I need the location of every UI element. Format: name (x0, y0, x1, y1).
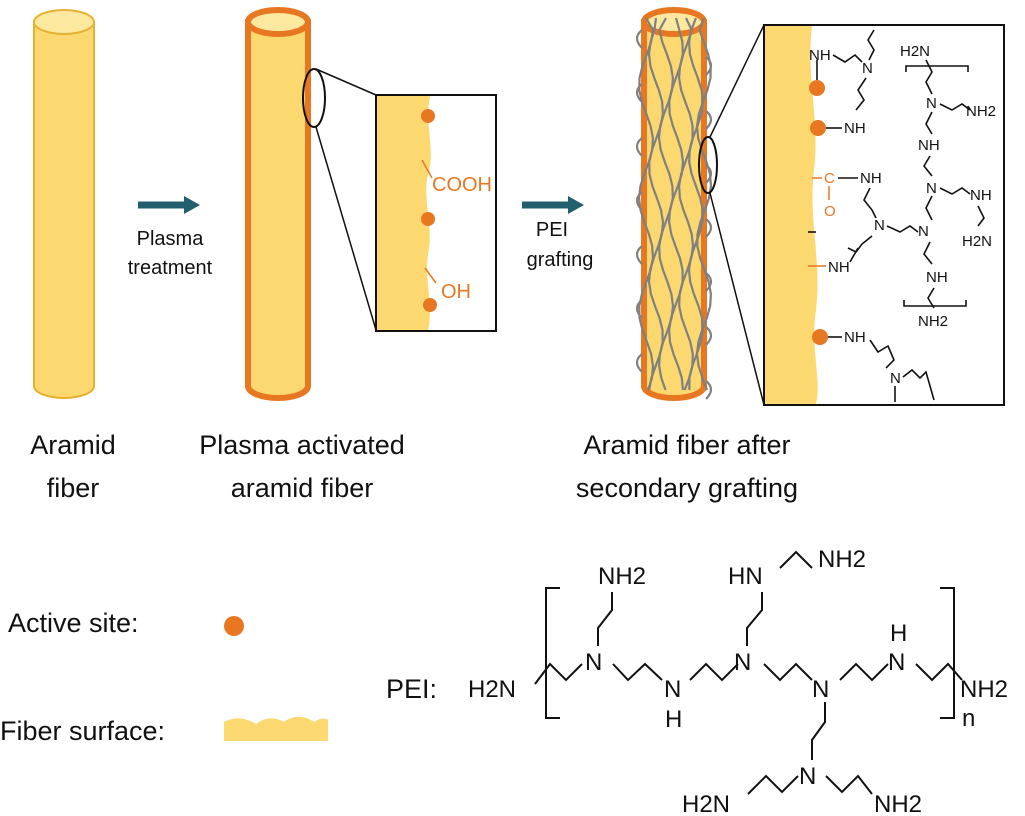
grafted-fiber (635, 7, 713, 401)
pei-strand-loop (705, 326, 713, 346)
plasma-activated-fiber (245, 7, 311, 401)
pei-nh2-top-1: NH2 (598, 563, 646, 590)
legend-fiber-surface-label: Fiber surface: (0, 716, 165, 746)
plasma-label-line2: treatment (128, 257, 213, 279)
pei-strand-loop (635, 137, 643, 157)
active-site-dot (421, 212, 435, 226)
pei-strand (695, 17, 713, 391)
pei-strand-loop (705, 110, 713, 130)
pei-h-2: H (890, 620, 907, 647)
plasma-treatment-arrow (138, 196, 200, 214)
pei-structure: PEI: H2N n N N H N N N H NH2 NH2 HN NH2 … (386, 546, 1008, 816)
aramid-fiber-label-line1: Aramid (30, 430, 116, 460)
oh-group: OH (441, 281, 471, 303)
nh-group: NH (860, 170, 882, 187)
pei-strand-loop (635, 299, 643, 319)
plasma-label-line1: Plasma (137, 228, 205, 250)
pei-coating-strands (635, 17, 713, 400)
aramid-fiber (33, 9, 95, 399)
pei-n-bottom: N (799, 763, 816, 790)
n-atom: N (862, 60, 873, 77)
pei-grafting-arrow (522, 196, 584, 214)
pei-label-line2: grafting (527, 249, 594, 271)
carbonyl-carbon: C (824, 170, 835, 187)
n-atom: N (890, 370, 901, 387)
n-atom: N (874, 217, 885, 234)
pei-strand-loop (635, 245, 643, 265)
cooh-group: COOH (432, 174, 492, 196)
pei-strand (647, 17, 665, 391)
pei-n-1: N (585, 649, 602, 676)
pei-strand-loop (705, 272, 713, 292)
pei-label-line1: PEI (536, 219, 568, 241)
pei-hn-top: HN (728, 563, 763, 590)
pei-repeat-n: n (962, 705, 975, 732)
activated-fiber-label-line2: aramid fiber (231, 473, 374, 503)
pei-strand-loop (635, 83, 643, 103)
nh-group: NH (918, 137, 940, 154)
pei-n-3: N (812, 676, 829, 703)
pei-strand-loop (705, 380, 713, 400)
pei-strand-loop (705, 56, 713, 76)
active-site-dot (810, 120, 826, 136)
pei-nh2-bottom: NH2 (874, 791, 922, 816)
nh-group: NH (970, 187, 992, 204)
h2n-terminal: H2N (962, 233, 992, 250)
grafted-fiber-label-line2: secondary grafting (576, 473, 798, 503)
activated-fiber-label-line1: Plasma activated (199, 430, 405, 460)
nh-group: NH (828, 259, 850, 276)
pei-label: PEI: (386, 674, 437, 704)
nh-group: NH (844, 120, 866, 137)
pei-strand (677, 17, 695, 391)
grafted-fiber-label-line1: Aramid fiber after (583, 430, 790, 460)
carbonyl-oxygen: O (824, 203, 836, 220)
nh-group: NH (844, 329, 866, 346)
zoom-box-grafted-surface: NH N NH C O NH N NH NH N H2N (763, 24, 1005, 406)
zoom-marker (302, 68, 326, 128)
active-site-dot (423, 298, 437, 312)
legend-fiber-surface-swatch (224, 716, 328, 741)
pei-h2n-left: H2N (468, 676, 516, 703)
n-atom: N (926, 95, 937, 112)
nh-group: NH (926, 269, 948, 286)
nh-group: NH (809, 47, 831, 64)
pei-strand-loop (705, 218, 713, 238)
pei-h-1: H (665, 706, 682, 733)
pei-strand (667, 17, 685, 391)
nh2-terminal: NH2 (966, 103, 996, 120)
pei-nh2-top-2: NH2 (818, 546, 866, 573)
pei-strand-loop (635, 191, 643, 211)
legend-active-site-label: Active site: (8, 608, 139, 638)
pei-nh2-right: NH2 (960, 676, 1008, 703)
pei-strand-loop (635, 353, 643, 373)
h2n-terminal: H2N (900, 43, 930, 60)
legend-active-site-dot (224, 616, 244, 636)
pei-strand (637, 17, 655, 391)
n-atom: N (918, 223, 929, 240)
pei-h2n-bottom: H2N (682, 791, 730, 816)
active-site-dot (809, 80, 825, 96)
zoom-marker (698, 136, 718, 194)
nh2-terminal: NH2 (918, 313, 948, 330)
pei-n-2: N (734, 649, 751, 676)
active-site-dot (421, 109, 435, 123)
zoom-box-activated-surface: COOH OH (375, 94, 497, 332)
pei-nh-1: N (664, 676, 681, 703)
pei-strand-loop (635, 29, 643, 49)
n-atom: N (926, 180, 937, 197)
active-site-dot (812, 329, 828, 345)
pei-nh-2: N (888, 649, 905, 676)
pei-strand-loop (705, 164, 713, 184)
aramid-fiber-label-line2: fiber (47, 473, 100, 503)
